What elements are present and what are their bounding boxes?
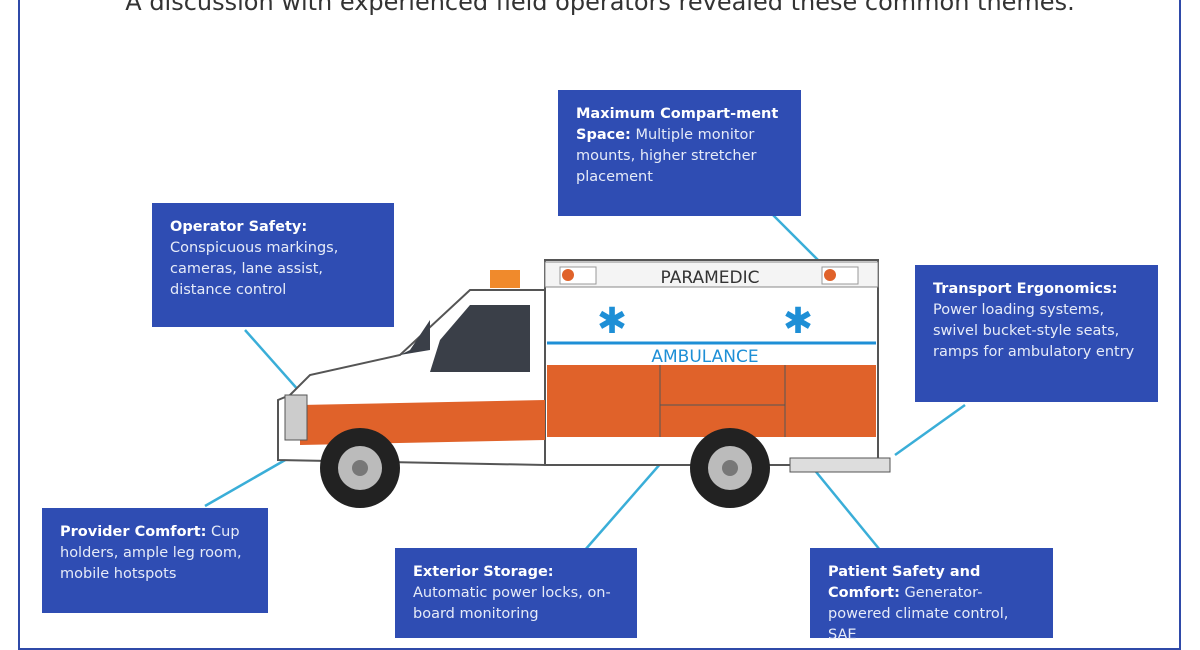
callout-operator-safety: Operator Safety:Conspicuous markings, ca… bbox=[152, 203, 394, 327]
ambulance-label: AMBULANCE bbox=[651, 347, 758, 367]
callout-transport-ergonomics: Transport Ergonomics:Power loading syste… bbox=[915, 265, 1158, 402]
star-of-life-icon: ✱ bbox=[597, 301, 627, 342]
paramedic-label: PARAMEDIC bbox=[661, 268, 760, 288]
connector-transport bbox=[894, 403, 966, 457]
connector-storage bbox=[584, 454, 669, 551]
star-of-life-icon: ✱ bbox=[783, 301, 813, 342]
cab-window bbox=[430, 305, 530, 372]
connector-operator bbox=[244, 329, 301, 393]
callout-patient-safety: Patient Safety and Comfort: Generator-po… bbox=[810, 548, 1053, 643]
headline: A discussion with experienced field oper… bbox=[125, 0, 1075, 16]
roof-light bbox=[490, 270, 520, 288]
callout-compartment-space: Maximum Compart-ment Space: Multiple mon… bbox=[558, 90, 801, 216]
callout-exterior-storage: Exterior Storage:Automatic power locks, … bbox=[395, 548, 637, 638]
callout-provider-comfort: Provider Comfort: Cup holders, ample leg… bbox=[42, 508, 268, 613]
ambulance-illustration: PARAMEDIC AMBULANCE ✱ ✱ bbox=[204, 211, 966, 551]
orange-stripe bbox=[547, 365, 876, 437]
